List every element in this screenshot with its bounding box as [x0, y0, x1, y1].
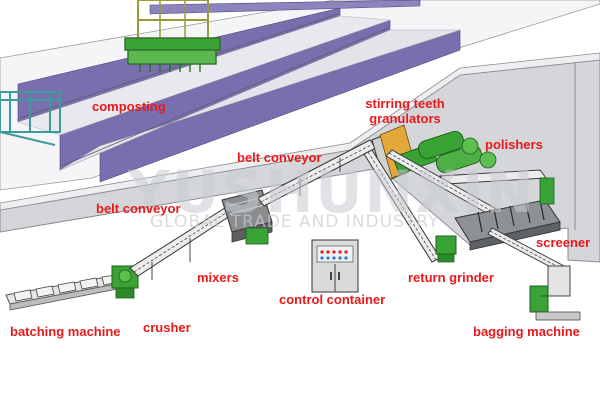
batching-machine	[5, 274, 123, 311]
label-batching-machine: batching machine	[10, 324, 121, 339]
transfer-frame	[0, 91, 61, 146]
label-control-container: control container	[279, 292, 386, 307]
return-grinder	[435, 235, 457, 263]
label-crusher: crusher	[143, 320, 191, 335]
label-mixers: mixers	[197, 270, 239, 285]
screener	[454, 177, 561, 251]
label-screener: screener	[536, 235, 591, 250]
channel-wall	[149, 0, 421, 15]
polisher	[417, 130, 497, 174]
label-belt-conveyor-lower: belt conveyor	[96, 201, 181, 216]
control-container	[311, 239, 359, 293]
bagging-machine	[529, 265, 581, 321]
label-stirring-teeth-granulators: stirring teeth granulators	[365, 96, 445, 126]
composting-area	[0, 0, 600, 191]
label-bagging-machine: bagging machine	[473, 324, 580, 339]
wall-top-edge	[0, 52, 600, 211]
return-conveyor	[363, 149, 441, 263]
label-composting: composting	[92, 99, 166, 114]
label-belt-conveyor-upper: belt conveyor	[237, 150, 322, 165]
label-polishers: polishers	[485, 137, 543, 152]
compost-turner	[124, 0, 221, 72]
label-return-grinder: return grinder	[408, 270, 494, 285]
crusher	[111, 265, 139, 299]
